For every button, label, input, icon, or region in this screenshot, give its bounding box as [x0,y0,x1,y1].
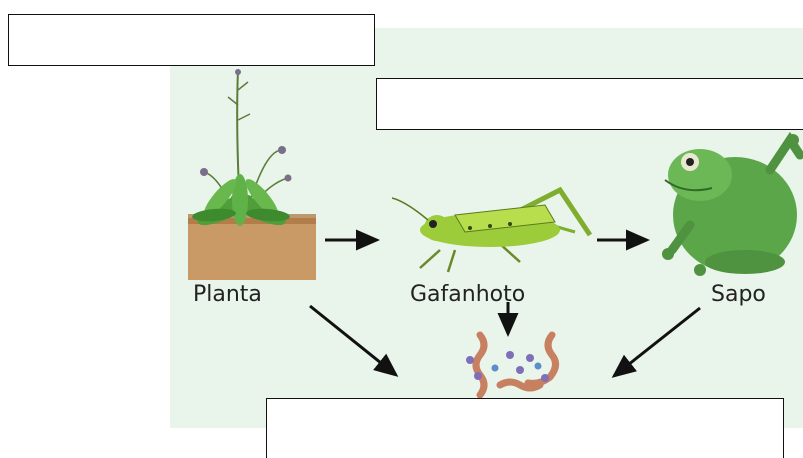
answer-box-top-right[interactable] [376,78,803,130]
answer-box-bottom[interactable] [266,398,784,458]
answer-box-top-left[interactable] [8,14,375,66]
frog-illustration [662,134,800,276]
soil [188,218,316,280]
arrow-plant-to-decomposers [310,306,396,375]
arrows [310,240,700,376]
arrow-frog-to-decomposers [614,308,700,376]
plant-illustration [188,69,316,280]
decomposers-illustration [466,335,556,395]
grasshopper-label: Gafanhoto [410,282,525,307]
frog-label: Sapo [711,282,766,307]
plant-label: Planta [193,282,262,307]
grasshopper-illustration [392,190,590,272]
food-web-diagram [0,0,803,445]
